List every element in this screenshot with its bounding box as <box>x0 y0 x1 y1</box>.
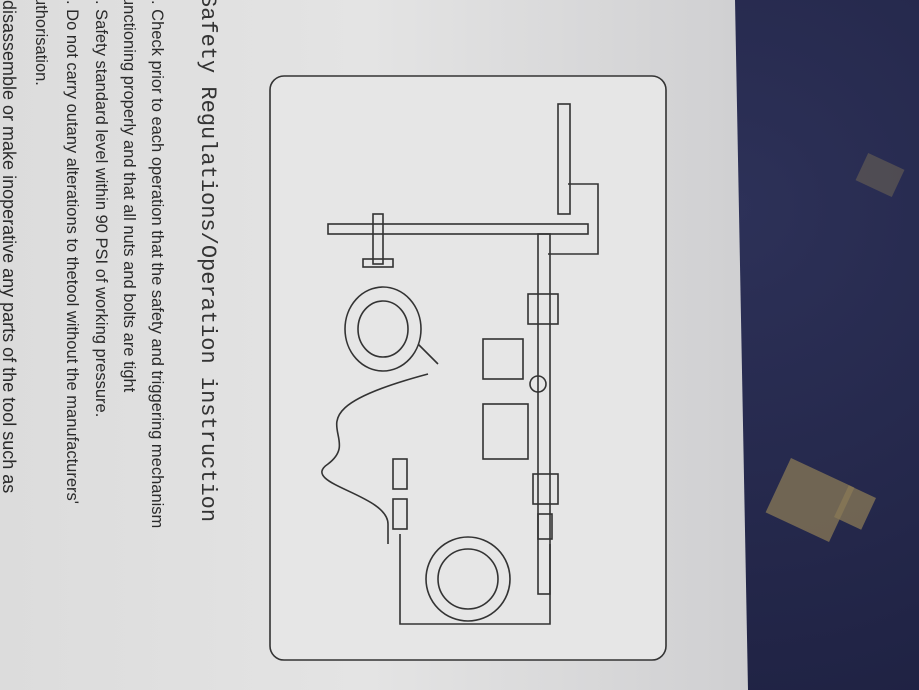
air-line-diagram <box>269 75 667 661</box>
section-title: Safety Regulations/Operation instruction <box>195 0 220 523</box>
pipe-assembly <box>321 103 599 625</box>
carpet-pattern <box>855 152 905 198</box>
text-line: uthorisation. <box>32 0 50 86</box>
text-line: disassemble or make inoperative any part… <box>0 0 19 494</box>
text-line: . Safety standard level within 90 PSI of… <box>92 0 110 418</box>
text-line: . Check prior to each operation that the… <box>148 0 166 529</box>
text-line: . Do not carry outany alterations to the… <box>63 0 81 504</box>
diagram-frame <box>269 75 667 661</box>
text-line: unctioning properly and that all nuts an… <box>120 0 138 393</box>
instruction-text: Safety Regulations/Operation instruction… <box>0 0 222 690</box>
